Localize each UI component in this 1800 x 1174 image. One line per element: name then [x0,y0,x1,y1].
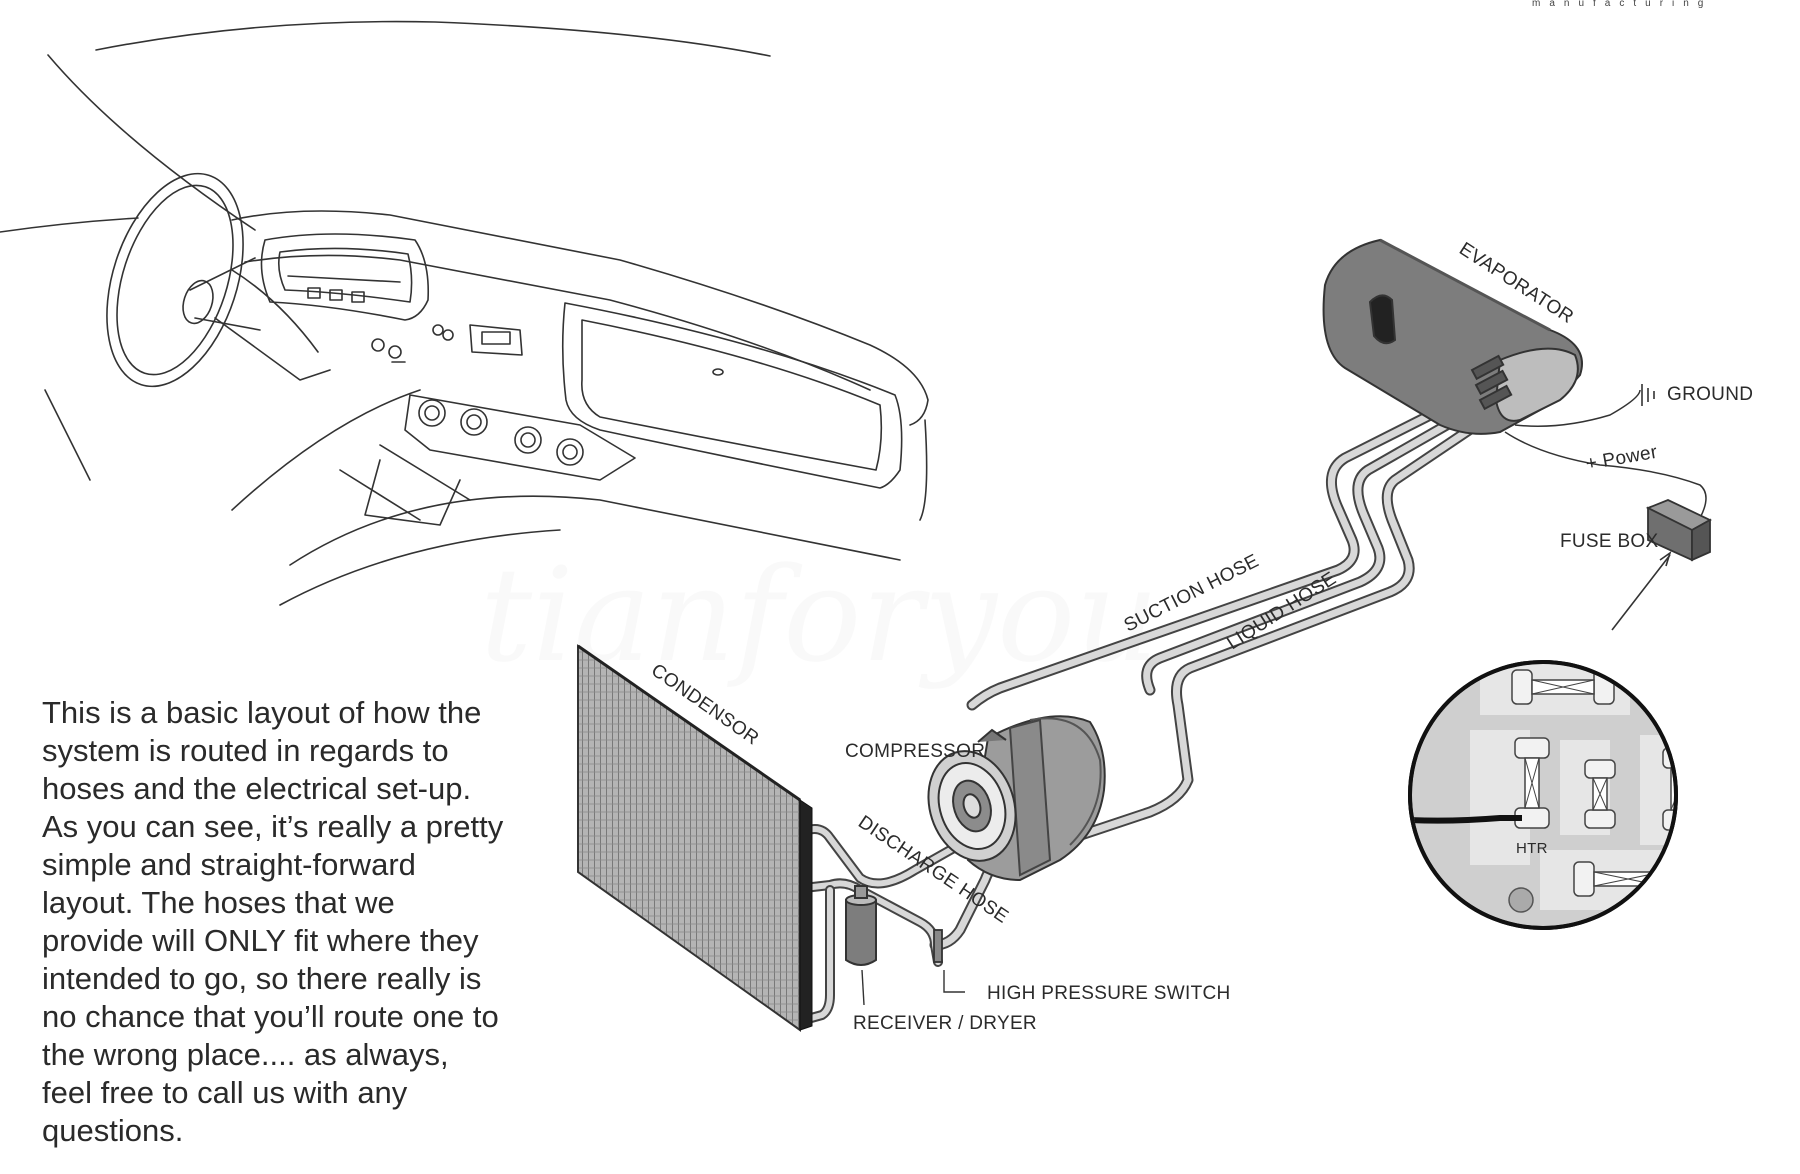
fuse-box-pointer [1611,551,1672,631]
label-liquid-hose: LIQUID HOSE [1223,568,1340,654]
evaporator-unit [1322,238,1583,435]
condensor [577,644,813,1032]
description-line: As you can see, it’s really a pretty [42,809,504,844]
high-pressure-switch [933,929,943,963]
description-line: hoses and the electrical set-up. [42,771,472,806]
label-high-pressure-switch: HIGH PRESSURE SWITCH [987,983,1231,1004]
hoses [799,386,1490,1025]
label-compressor: COMPRESSOR [845,741,985,762]
rd-leader [861,969,865,1006]
compressor [927,715,1106,882]
label-fuse-box: FUSE BOX [1560,531,1659,552]
description-line: system is routed in regards to [42,733,449,768]
label-htr: HTR [1516,840,1548,857]
label-receiver-dryer: RECEIVER / DRYER [853,1013,1037,1034]
dashboard-illustration [0,20,929,606]
description-line: simple and straight-forward [42,847,416,882]
description-text: This is a basic layout of how the system… [42,694,562,1150]
description-line: the wrong place.... as always, [42,1037,449,1072]
brand-text: manufacturing [1532,0,1712,9]
description-line: feel free to call us with any [42,1075,408,1110]
description-line: provide will ONLY fit where they [42,923,479,958]
description-line: This is a basic layout of how the [42,695,482,730]
fuse-icon-htr [1514,737,1550,829]
label-power: + Power [1584,442,1659,475]
description-line: no chance that you’ll route one to [42,999,499,1034]
description-line: layout. The hoses that we [42,885,395,920]
receiver-dryer [845,885,877,966]
hps-leader [943,970,965,993]
description-line: questions. [42,1113,184,1148]
fuse-icon [1584,759,1616,829]
ground-symbol [1641,384,1655,406]
fuse-box [1645,499,1712,562]
description-line: intended to go, so there really is [42,961,482,996]
electrical-wires [1504,389,1707,523]
label-ground: GROUND [1667,384,1753,405]
fuse-icon [1511,669,1615,705]
fuse-panel-magnifier [1408,660,1678,930]
